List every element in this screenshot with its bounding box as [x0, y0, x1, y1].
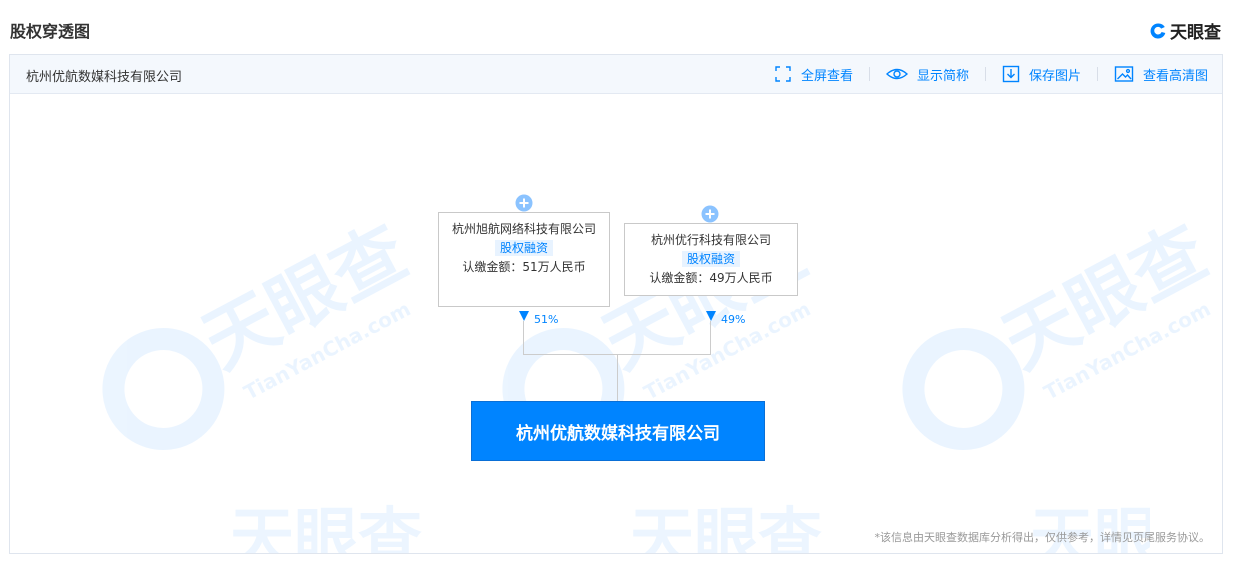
view-hd-button[interactable]: 查看高清图 [1114, 65, 1208, 84]
shareholder-node[interactable]: 杭州优行科技有限公司 股权融资 认缴金额：49万人民币 [624, 223, 798, 296]
brand-logo: 天眼查 [1149, 18, 1221, 43]
shareholder-node[interactable]: 杭州旭航网络科技有限公司 股权融资 认缴金额：51万人民币 [438, 212, 610, 307]
ownership-arrow [706, 311, 716, 321]
toolbar-actions: 全屏查看 显示简称 保存图片 [774, 55, 1208, 93]
brand-name: 天眼查 [1170, 23, 1221, 43]
expand-shareholder-button[interactable] [701, 205, 719, 223]
connector-line [523, 321, 524, 355]
watermark-text: TianYanCha.com [240, 297, 415, 405]
subscribed-amount: 认缴金额：51万人民币 [462, 260, 586, 274]
watermark-logo: 天眼查 [990, 209, 1220, 385]
expand-icon [775, 66, 791, 82]
show-short-name-label: 显示简称 [916, 68, 969, 84]
financing-tag: 股权融资 [681, 251, 740, 267]
ownership-arrow [519, 311, 529, 321]
save-image-label: 保存图片 [1028, 68, 1081, 84]
watermark-logo: 天眼查 [230, 502, 422, 554]
ownership-percent: 49% [721, 313, 746, 326]
watermark-logo: 天眼查 [630, 502, 822, 554]
disclaimer: *该信息由天眼查数据库分析得出，仅供参考，详情见页尾服务协议。 [874, 531, 1211, 544]
watermark-logo: 天眼查 [1030, 502, 1150, 554]
connector-line [617, 355, 618, 401]
connector-line [523, 354, 711, 355]
plus-circle-icon [515, 194, 533, 212]
save-image-button[interactable]: 保存图片 [1002, 65, 1081, 84]
watermark: 天眼查 TianYanCha.com [902, 209, 1220, 450]
view-hd-label: 查看高清图 [1142, 68, 1208, 84]
tianyancha-logo-icon [1150, 22, 1166, 38]
fullscreen-label: 全屏查看 [800, 68, 853, 84]
plus-circle-icon [701, 205, 719, 223]
show-short-name-button[interactable]: 显示简称 [885, 65, 969, 84]
main-company-node[interactable]: 杭州优航数媒科技有限公司 [471, 401, 765, 461]
eye-icon [885, 68, 908, 80]
equity-chart-panel: 杭州优航数媒科技有限公司 全屏查看 显示简称 [9, 54, 1223, 554]
shareholder-name: 杭州优行科技有限公司 [650, 233, 771, 247]
download-icon [1002, 65, 1020, 83]
ownership-percent: 51% [534, 313, 559, 326]
watermark: 天眼查 TianYanCha.com [102, 209, 420, 450]
watermark-logo: 天眼查 [190, 209, 420, 385]
toolbar-company-name: 杭州优航数媒科技有限公司 [26, 70, 183, 85]
expand-shareholder-button[interactable] [515, 194, 533, 212]
image-icon [1114, 66, 1134, 82]
toolbar-divider [1096, 67, 1098, 81]
financing-tag: 股权融资 [494, 240, 553, 256]
page-title: 股权穿透图 [10, 22, 91, 41]
chart-toolbar: 杭州优航数媒科技有限公司 全屏查看 显示简称 [10, 55, 1222, 94]
toolbar-divider [984, 67, 986, 81]
connector-line [710, 321, 711, 355]
watermark-text: TianYanCha.com [1040, 297, 1215, 405]
shareholder-name: 杭州旭航网络科技有限公司 [451, 222, 596, 236]
toolbar-divider [868, 67, 870, 81]
subscribed-amount: 认缴金额：49万人民币 [649, 271, 773, 285]
fullscreen-button[interactable]: 全屏查看 [774, 65, 853, 84]
